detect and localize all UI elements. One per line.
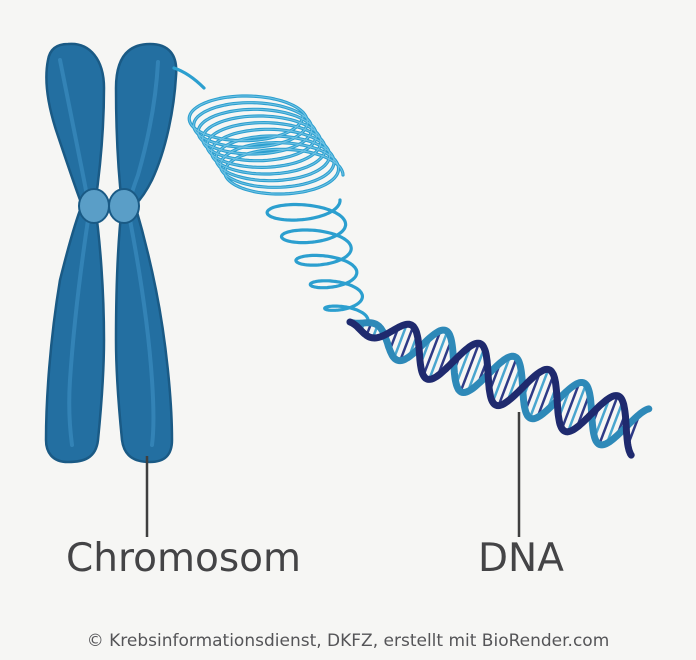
base-pair-rung bbox=[459, 342, 481, 393]
base-pair-rung bbox=[455, 345, 472, 385]
chromatid-left bbox=[44, 42, 106, 464]
centromere-right bbox=[108, 188, 140, 224]
strand-dark bbox=[346, 318, 635, 459]
fiber-loose-loops bbox=[265, 198, 370, 322]
base-pair-rung bbox=[560, 382, 581, 430]
base-pair-rung bbox=[422, 330, 442, 376]
base-pair-rung bbox=[598, 395, 619, 445]
base-pairs bbox=[359, 322, 641, 446]
base-pair-rung bbox=[392, 323, 408, 359]
chromatin-fiber bbox=[172, 66, 370, 322]
chromosome-label: Chromosom bbox=[66, 536, 302, 581]
fiber-connector bbox=[172, 66, 206, 90]
base-pair-rung bbox=[497, 357, 518, 407]
base-pair-rung bbox=[593, 397, 611, 438]
base-pair-rung bbox=[524, 371, 542, 412]
chromatid-right bbox=[114, 42, 178, 464]
chromatid-left-highlight bbox=[58, 58, 89, 198]
chromatid-right-highlight-lower bbox=[128, 218, 156, 447]
centromere-left bbox=[78, 188, 110, 224]
chromatid-left-highlight-lower bbox=[67, 218, 90, 447]
base-pair-rung bbox=[466, 347, 486, 392]
base-pair-rung bbox=[566, 383, 588, 433]
fiber-coil-highlight bbox=[188, 95, 344, 195]
base-pair-rung bbox=[536, 374, 555, 418]
base-pair-rung bbox=[491, 356, 512, 403]
base-pair-rung bbox=[399, 325, 415, 362]
base-pair-rung bbox=[428, 331, 449, 380]
copyright-credit: © Krebsinformationsdienst, DKFZ, erstell… bbox=[86, 631, 610, 651]
dna-label: DNA bbox=[478, 536, 564, 581]
base-pair-rung bbox=[605, 401, 624, 444]
chromosome bbox=[44, 42, 178, 464]
dna-double-helix bbox=[346, 318, 653, 459]
base-pair-rung bbox=[528, 369, 550, 419]
